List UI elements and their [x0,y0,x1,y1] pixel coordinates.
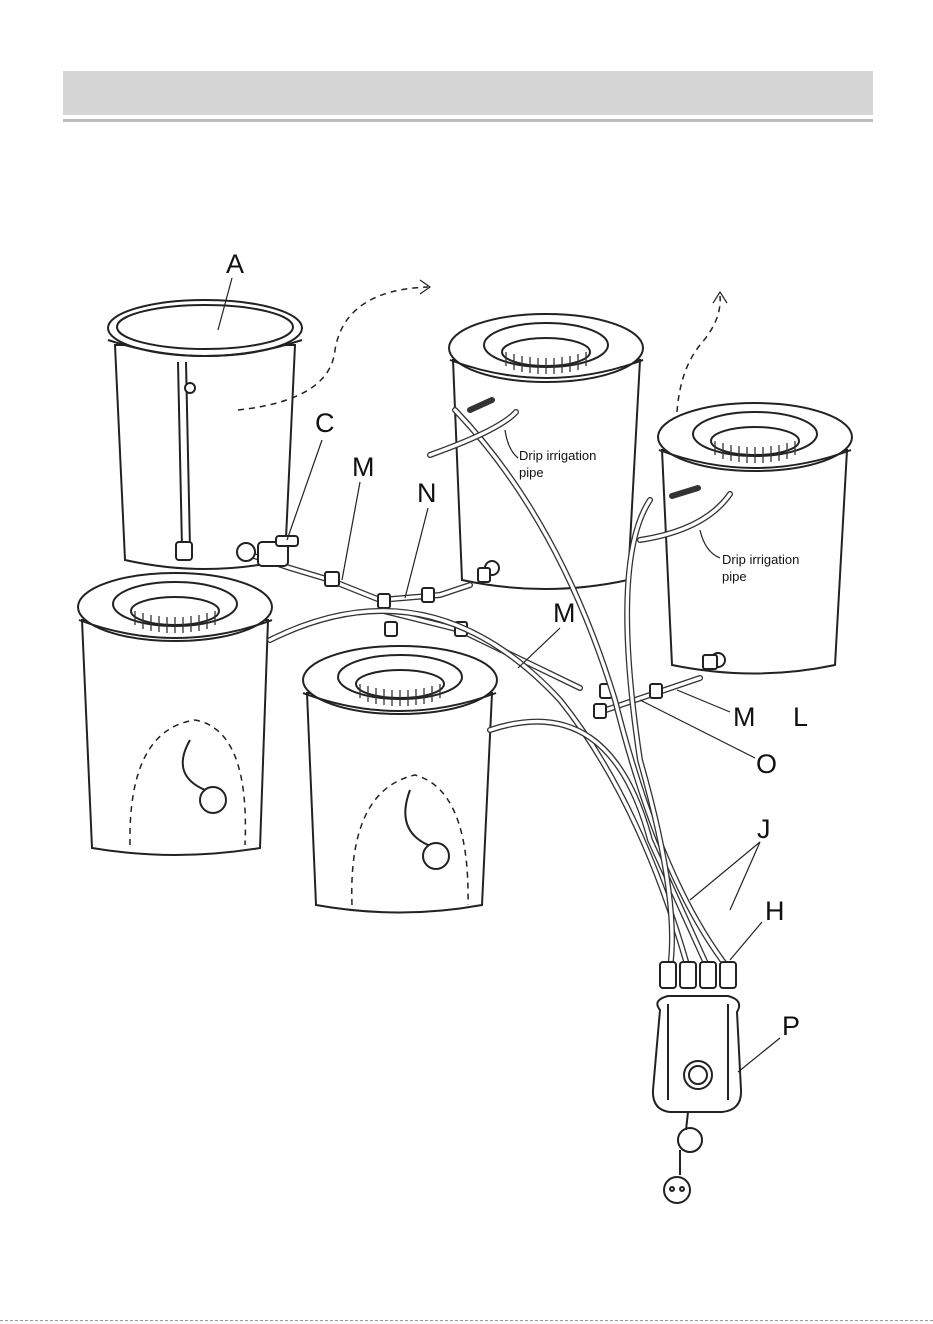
label-m-right: M [733,702,756,732]
drip-note-2-line1: Drip irrigation [722,552,799,567]
drip-note-1-line2: pipe [519,465,544,480]
label-a: A [226,249,244,279]
label-m-top: M [352,452,375,482]
label-j: J [757,814,771,844]
drip-note-2-line2: pipe [722,569,747,584]
bottom-dashed-rule [0,1320,933,1322]
grow-bucket-back-right [658,403,852,674]
label-o: O [756,749,777,779]
grow-bucket-front-middle [303,646,497,913]
pump-unit [653,962,741,1203]
label-p: P [782,1011,800,1041]
label-l: L [793,702,808,732]
label-h: H [765,896,785,926]
label-n: N [417,478,437,508]
label-m-middle: M [553,598,576,628]
grow-bucket-front-left [78,573,272,855]
reservoir-bucket-a [108,300,302,569]
drip-note-1-line1: Drip irrigation [519,448,596,463]
label-c: C [315,408,335,438]
